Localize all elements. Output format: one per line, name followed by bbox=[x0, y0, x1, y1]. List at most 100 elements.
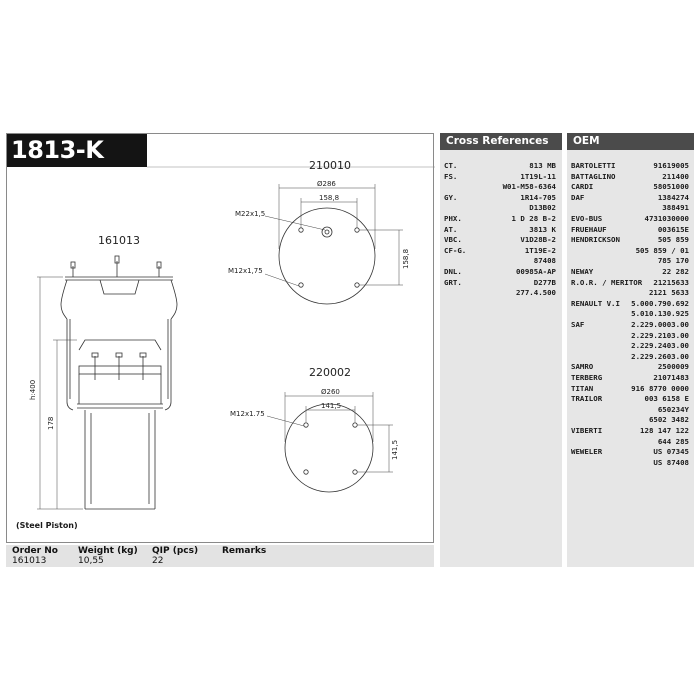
part-number-bottom-plate: 220002 bbox=[309, 366, 351, 379]
reference-row: 785 170 bbox=[571, 256, 689, 267]
reference-number: D277B bbox=[533, 277, 556, 287]
reference-brand: EVO-BUS bbox=[571, 214, 603, 223]
reference-number: W01-M58-6364 bbox=[502, 182, 556, 192]
reference-row: 5.010.130.925 bbox=[571, 309, 689, 320]
reference-brand: AT. bbox=[444, 224, 458, 234]
top-plate-spacing-h: 158,8 bbox=[319, 194, 339, 202]
technical-drawing: h:400 178 161013 210010 Ø286 bbox=[29, 159, 435, 510]
part-number-body: 161013 bbox=[98, 234, 140, 247]
reference-row: 2.229.2103.00 bbox=[571, 331, 689, 342]
reference-row: BARTOLETTI 91619005 bbox=[571, 161, 689, 172]
order-header-qip: QIP (pcs) bbox=[152, 546, 199, 556]
reference-number: 4731030000 bbox=[644, 214, 690, 223]
reference-number: 87408 bbox=[533, 256, 556, 266]
reference-row: EVO-BUS 4731030000 bbox=[571, 214, 689, 225]
reference-brand: CARDI bbox=[571, 182, 594, 192]
reference-row: 650234Y bbox=[571, 405, 689, 416]
reference-number: 003615E bbox=[657, 224, 689, 234]
reference-number: 211400 bbox=[662, 171, 689, 181]
body-dimensions bbox=[37, 276, 83, 510]
top-plate-diameter: Ø286 bbox=[317, 180, 336, 188]
reference-number: 1 D 28 B-2 bbox=[511, 214, 557, 223]
reference-number: 1384274 bbox=[657, 192, 689, 202]
reference-number: 916 8770 0000 bbox=[631, 383, 689, 393]
reference-row: 2.229.2403.00 bbox=[571, 341, 689, 352]
reference-number: 2121 5633 bbox=[648, 288, 689, 298]
order-value-order-no: 161013 bbox=[12, 556, 47, 566]
bottom-plate-dimensions bbox=[266, 392, 393, 473]
reference-brand: TERBERG bbox=[571, 373, 603, 382]
top-plate-spacing-v: 158,8 bbox=[402, 249, 410, 269]
reference-row: NEWAY 22 282 bbox=[571, 267, 689, 278]
reference-row: AT. 3813 K bbox=[444, 225, 556, 236]
order-header-weight: Weight (kg) bbox=[78, 546, 138, 556]
reference-number: 3813 K bbox=[529, 224, 556, 234]
reference-brand: BARTOLETTI bbox=[571, 161, 616, 170]
reference-brand: GY. bbox=[444, 192, 458, 202]
oem-title: OEM bbox=[567, 133, 694, 150]
reference-number: 2500009 bbox=[657, 362, 689, 372]
reference-brand: DNL. bbox=[444, 267, 462, 276]
reference-row: 2.229.2603.00 bbox=[571, 352, 689, 363]
part-number-top-plate: 210010 bbox=[309, 159, 351, 172]
reference-brand: VBC. bbox=[444, 235, 462, 245]
bottom-plate-thread-bolt: M12x1.75 bbox=[230, 410, 265, 418]
order-value-qip: 22 bbox=[152, 556, 164, 566]
reference-row: GY.1R14-705 bbox=[444, 193, 556, 204]
order-header-order-no: Order No bbox=[12, 546, 58, 556]
reference-row: 87408 bbox=[444, 256, 556, 267]
reference-number: 00985A-AP bbox=[515, 267, 556, 276]
reference-row: 6502 3482 bbox=[571, 415, 689, 426]
reference-brand: SAF bbox=[571, 320, 585, 329]
reference-brand: NEWAY bbox=[571, 267, 594, 276]
reference-brand: HENDRICKSON bbox=[571, 235, 620, 245]
reference-number: 5.010.130.925 bbox=[631, 309, 689, 319]
reference-row: 2121 5633 bbox=[571, 288, 689, 299]
reference-row: SAF 2.229.0003.00 bbox=[571, 320, 689, 331]
reference-brand: R.O.R. / MERITOR bbox=[571, 277, 643, 287]
body-height-total: h:400 bbox=[29, 380, 37, 400]
reference-brand: GRT. bbox=[444, 277, 462, 287]
reference-number: 91619005 bbox=[653, 161, 689, 170]
reference-brand: CF-G. bbox=[444, 245, 467, 255]
reference-number: 6502 3482 bbox=[648, 415, 689, 425]
reference-row: D13B02 bbox=[444, 203, 556, 214]
reference-number: 1T19L-11 bbox=[520, 171, 556, 181]
reference-number: 22 282 bbox=[662, 267, 689, 276]
body-height-piston: 178 bbox=[47, 417, 55, 430]
bottom-plate-drawing bbox=[284, 403, 374, 493]
reference-number: 2.229.2403.00 bbox=[631, 341, 689, 351]
reference-number: D13B02 bbox=[529, 203, 556, 213]
reference-row: DNL. 00985A-AP bbox=[444, 267, 556, 278]
reference-number: 1T19E-2 bbox=[524, 245, 556, 255]
reference-number: 128 147 122 bbox=[640, 426, 689, 435]
reference-number: 21071483 bbox=[653, 373, 689, 382]
product-code-title: 1813-K bbox=[7, 134, 147, 167]
air-spring-body bbox=[60, 255, 178, 510]
reference-number: 650234Y bbox=[657, 404, 689, 414]
reference-number: 785 170 bbox=[657, 256, 689, 266]
reference-row: CT.813 MB bbox=[444, 161, 556, 172]
reference-row: TERBERG 21071483 bbox=[571, 373, 689, 384]
top-plate-thread-bolt: M12x1,75 bbox=[228, 267, 263, 275]
reference-row: GRT. D277B bbox=[444, 278, 556, 289]
reference-row: CF-G. 1T19E-2 bbox=[444, 246, 556, 257]
reference-number: US 07345 bbox=[653, 447, 689, 457]
reference-row: R.O.R. / MERITOR 21215633 bbox=[571, 278, 689, 289]
reference-number: 21215633 bbox=[653, 277, 689, 287]
reference-brand: TRAILOR bbox=[571, 394, 603, 404]
reference-brand: PHX. bbox=[444, 214, 462, 223]
reference-row: W01-M58-6364 bbox=[444, 182, 556, 193]
drawing-panel: 1813-K bbox=[6, 133, 435, 543]
reference-brand: FS. bbox=[444, 171, 458, 181]
reference-number: 2.229.2603.00 bbox=[631, 351, 689, 361]
reference-number: 2.229.0003.00 bbox=[631, 320, 689, 329]
order-header-remarks: Remarks bbox=[222, 546, 267, 556]
